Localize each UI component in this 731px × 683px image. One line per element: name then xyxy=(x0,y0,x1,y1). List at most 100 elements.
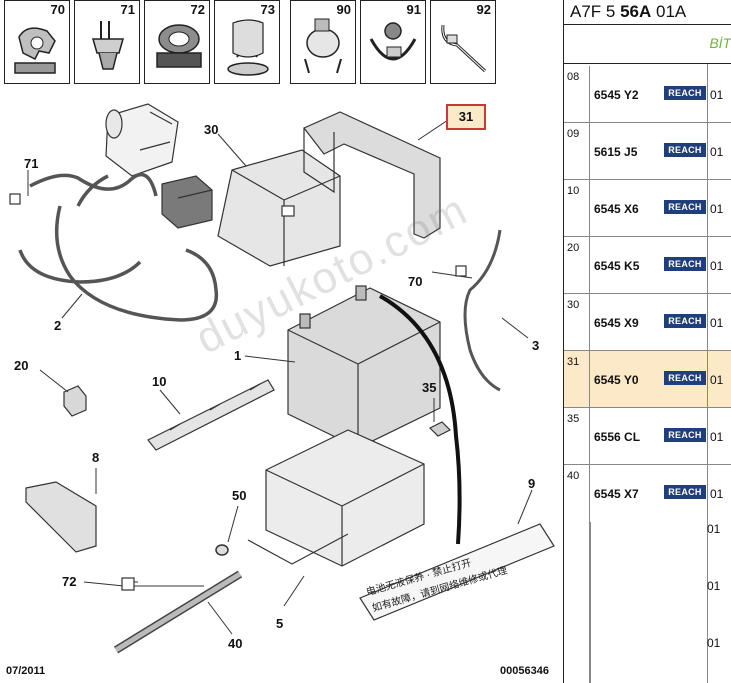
header-prefix: A7F 5 xyxy=(570,2,621,21)
part-row[interactable]: 10 6545 X6 REACH 01 xyxy=(564,180,731,237)
row-item-number: 40 xyxy=(564,465,590,683)
parts-list-panel: A7F 5 56A 01A BİTİ 08 6545 Y2 REACH 01 0… xyxy=(564,0,731,683)
row-qty: 01 xyxy=(707,237,731,293)
clip-90-icon xyxy=(304,18,342,74)
parts-drawing xyxy=(9,103,555,654)
battery-cover-31-drawing xyxy=(303,111,441,239)
extra-qty: 01 xyxy=(707,522,721,536)
clip-cell-92[interactable]: 92 xyxy=(430,0,496,84)
part-row-selected[interactable]: 31 6545 Y0 REACH 01 xyxy=(564,351,731,408)
battery-cover-30-drawing xyxy=(217,149,341,267)
part-row[interactable]: 20 6545 K5 REACH 01 xyxy=(564,237,731,294)
row-item-column-ext xyxy=(590,522,591,683)
callout-35[interactable]: 35 xyxy=(422,380,437,395)
clip-91-icon xyxy=(369,22,417,61)
row-part-ref[interactable]: 6545 X7 xyxy=(594,487,639,501)
clip-number: 90 xyxy=(336,2,351,17)
warning-label-9-drawing xyxy=(359,523,555,621)
marker-box-72 xyxy=(121,577,135,591)
ground-cable-drawing xyxy=(379,294,462,545)
row-part-ref[interactable]: 6556 CL xyxy=(594,430,641,444)
callout-9[interactable]: 9 xyxy=(528,476,536,491)
row-qty: 01 xyxy=(707,123,731,179)
row-qty: 01 xyxy=(707,351,731,407)
row-item-number: 20 xyxy=(564,237,590,293)
row-qty: 01 xyxy=(707,66,731,122)
clip-35-drawing xyxy=(428,421,452,437)
clip-cell-71[interactable]: 71 xyxy=(74,0,140,84)
row-qty: 01 xyxy=(707,180,731,236)
row-part-ref[interactable]: 6545 X6 xyxy=(594,202,639,216)
reach-badge[interactable]: REACH xyxy=(664,428,706,442)
part-row[interactable]: 08 6545 Y2 REACH 01 xyxy=(564,66,731,123)
parts-header: A7F 5 56A 01A xyxy=(564,0,731,24)
fuse-box-drawing xyxy=(161,175,213,229)
row-part-ref[interactable]: 6545 K5 xyxy=(594,259,640,273)
row-part-ref[interactable]: 6545 Y0 xyxy=(594,373,639,387)
cable-3-drawing xyxy=(463,229,502,392)
part-row[interactable]: 09 5615 J5 REACH 01 xyxy=(564,123,731,180)
callout-72[interactable]: 72 xyxy=(62,574,77,589)
marker-box-70 xyxy=(455,265,467,277)
clip-cell-72[interactable]: 72 xyxy=(144,0,210,84)
row-item-number: 31 xyxy=(564,351,590,407)
subheader-text: BİTİ xyxy=(709,35,731,51)
washer-50-drawing xyxy=(215,544,229,556)
reach-badge[interactable]: REACH xyxy=(664,86,706,100)
callout-20[interactable]: 20 xyxy=(14,358,29,373)
extra-qty: 01 xyxy=(707,636,721,650)
header-bold: 56A xyxy=(620,2,652,21)
exploded-parts-diagram: 70 71 72 73 xyxy=(4,0,564,683)
clip-20-drawing xyxy=(63,385,87,417)
clip-73-icon xyxy=(227,19,269,76)
clip-72-icon xyxy=(156,24,202,68)
cable-harness-2-drawing xyxy=(18,172,219,322)
callout-2[interactable]: 2 xyxy=(54,318,62,333)
reach-badge[interactable]: REACH xyxy=(664,143,706,157)
cable-tie-icon xyxy=(441,24,487,73)
row-qty: 01 xyxy=(707,465,731,522)
part-row[interactable]: 30 6545 X9 REACH 01 xyxy=(564,294,731,351)
callout-3[interactable]: 3 xyxy=(532,338,540,353)
row-part-ref[interactable]: 6545 Y2 xyxy=(594,88,639,102)
reach-badge[interactable]: REACH xyxy=(664,371,706,385)
callout-5[interactable]: 5 xyxy=(276,616,284,631)
part-row[interactable]: 40 6545 X7 REACH 01 xyxy=(564,465,731,683)
marker-box-71 xyxy=(9,193,21,205)
diagram-date: 07/2011 xyxy=(6,665,46,677)
part-row[interactable]: 35 6556 CL REACH 01 xyxy=(564,408,731,465)
row-item-number: 09 xyxy=(564,123,590,179)
clip-cell-91[interactable]: 91 xyxy=(360,0,426,84)
callout-70[interactable]: 70 xyxy=(408,274,423,289)
callout-31-highlighted[interactable]: 31 xyxy=(446,104,486,130)
callout-8[interactable]: 8 xyxy=(92,450,100,465)
clip-number: 70 xyxy=(50,2,65,17)
callout-1[interactable]: 1 xyxy=(234,348,242,363)
clip-number: 71 xyxy=(120,2,135,17)
clip-number: 92 xyxy=(476,2,491,17)
clip-number: 73 xyxy=(260,2,275,17)
callout-30[interactable]: 30 xyxy=(204,122,219,137)
bracket-10-drawing xyxy=(147,379,275,451)
reach-badge[interactable]: REACH xyxy=(664,485,706,499)
warning-label-9: 电池无液保养 · 禁止打开 如有故障，请到网络维修或代理 xyxy=(358,520,554,616)
reach-badge[interactable]: REACH xyxy=(664,257,706,271)
clip-cell-73[interactable]: 73 xyxy=(214,0,280,84)
clip-70-icon xyxy=(14,27,56,74)
clip-cell-70[interactable]: 70 xyxy=(4,0,70,84)
row-part-ref[interactable]: 6545 X9 xyxy=(594,316,639,330)
row-qty: 01 xyxy=(707,294,731,350)
clip-number: 72 xyxy=(190,2,205,17)
diagram-code: 00056346 xyxy=(500,665,549,677)
callout-40[interactable]: 40 xyxy=(228,636,243,651)
row-item-number: 08 xyxy=(564,66,590,122)
callout-71[interactable]: 71 xyxy=(24,156,39,171)
clip-number: 91 xyxy=(406,2,421,17)
callout-50[interactable]: 50 xyxy=(232,488,247,503)
reach-badge[interactable]: REACH xyxy=(664,314,706,328)
clip-cell-90[interactable]: 90 xyxy=(290,0,356,84)
callout-10[interactable]: 10 xyxy=(152,374,167,389)
row-part-ref[interactable]: 5615 J5 xyxy=(594,145,638,159)
clip-strip: 70 71 72 73 xyxy=(4,0,496,88)
reach-badge[interactable]: REACH xyxy=(664,200,706,214)
